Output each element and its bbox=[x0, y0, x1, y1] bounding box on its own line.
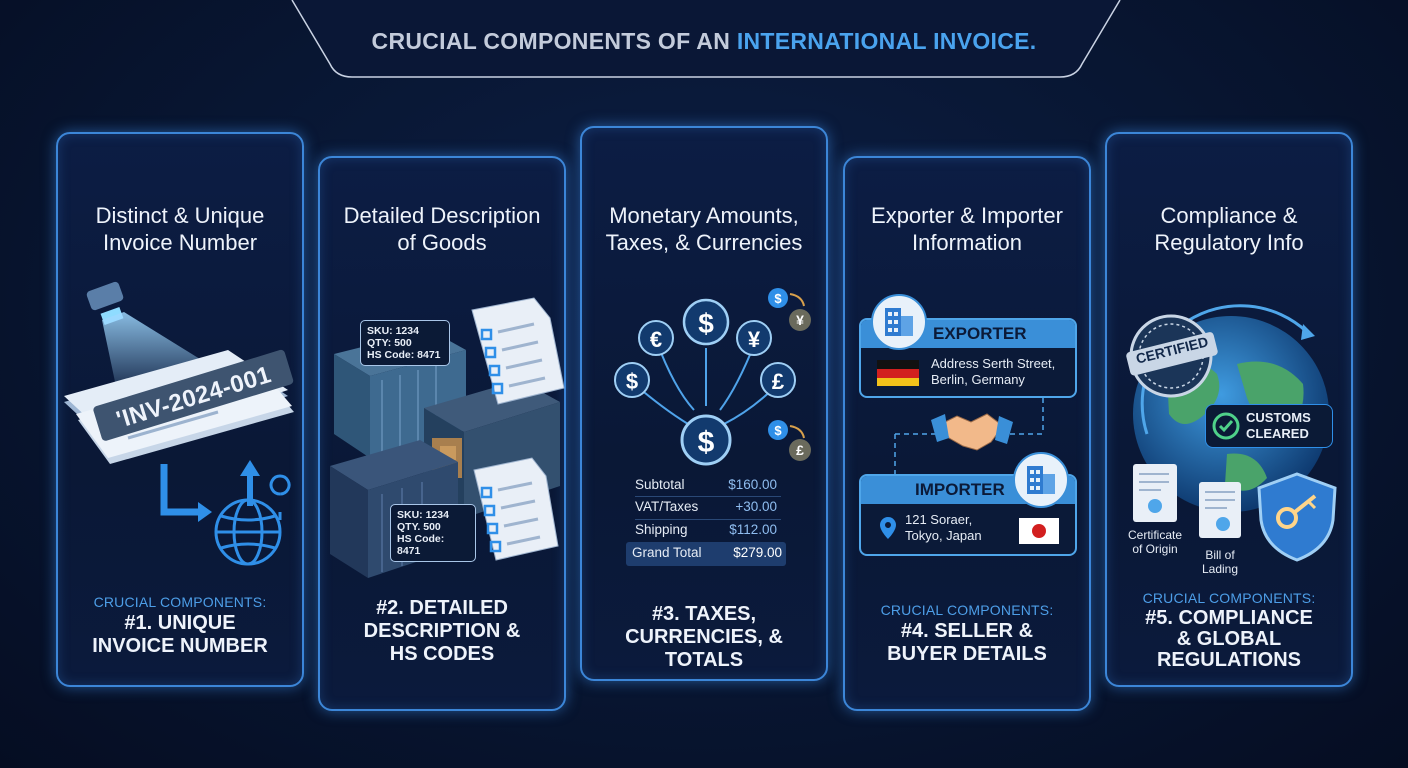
globe-pin-icon bbox=[214, 474, 291, 566]
sku-tag: SKU: 1234 QTY. 500 HS Code: 8471 bbox=[390, 504, 476, 562]
handshake-icon bbox=[894, 398, 1044, 474]
customs-cleared-badge: CUSTOMS CLEARED bbox=[1205, 404, 1333, 448]
card-monetary-amounts: Monetary Amounts, Taxes, & Currencies € … bbox=[580, 126, 828, 681]
japan-flag-icon bbox=[1019, 518, 1059, 544]
svg-text:$: $ bbox=[774, 291, 782, 306]
certificate-document-icon bbox=[1133, 464, 1177, 522]
svg-text:$: $ bbox=[698, 308, 714, 339]
svg-text:$: $ bbox=[626, 369, 638, 394]
pound-coin-icon: £ bbox=[760, 362, 796, 398]
card-invoice-number: Distinct & Unique Invoice Number bbox=[56, 132, 304, 687]
dollar-coin-icon: $ bbox=[614, 362, 650, 398]
certified-stamp-icon bbox=[1126, 314, 1218, 398]
card-exporter-importer: Exporter & Importer Information EXPORTER… bbox=[843, 156, 1091, 711]
bill-of-lading-label: Bill of Lading bbox=[1201, 548, 1239, 576]
divider bbox=[635, 496, 781, 497]
exchange-icon: $ £ bbox=[768, 420, 811, 461]
invoice-scan-illustration bbox=[64, 281, 294, 566]
card-title: Exporter & Importer Information bbox=[871, 203, 1063, 255]
yen-coin-icon: ¥ bbox=[736, 320, 772, 356]
card-compliance: Compliance & Regulatory Info bbox=[1105, 132, 1353, 687]
card-title: Distinct & Unique Invoice Number bbox=[95, 203, 265, 255]
card-footer: #2. DETAILED DESCRIPTION & HS CODES bbox=[363, 597, 521, 665]
location-pin-icon bbox=[880, 517, 896, 539]
card-title: Compliance & Regulatory Info bbox=[1154, 203, 1304, 255]
currency-flow-illustration: € $ ¥ $ £ $ $ bbox=[614, 288, 811, 466]
germany-flag-icon bbox=[877, 360, 919, 386]
svg-text:¥: ¥ bbox=[748, 327, 761, 352]
bill-of-lading-document-icon bbox=[1199, 482, 1241, 538]
dollar-coin-icon: $ bbox=[680, 414, 732, 466]
euro-coin-icon: € bbox=[638, 320, 674, 356]
totals-row: Subtotal $160.00 bbox=[635, 477, 777, 492]
totals-row: Shipping $112.00 bbox=[635, 522, 777, 537]
certificate-of-origin-label: Certificate of Origin bbox=[1127, 528, 1183, 556]
page-title: CRUCIAL COMPONENTS OF AN INTERNATIONAL I… bbox=[0, 28, 1408, 55]
crucial-label: CRUCIAL COMPONENTS: bbox=[880, 602, 1054, 618]
page-title-part1: CRUCIAL COMPONENTS OF AN bbox=[371, 28, 737, 54]
card-footer: #1. UNIQUE INVOICE NUMBER bbox=[92, 612, 268, 657]
svg-text:€: € bbox=[650, 327, 662, 352]
svg-text:¥: ¥ bbox=[796, 312, 804, 328]
importer-address: 121 Soraer, Tokyo, Japan bbox=[905, 512, 982, 543]
divider bbox=[635, 519, 781, 520]
title-banner bbox=[291, 0, 1121, 78]
building-icon bbox=[871, 294, 927, 350]
svg-text:$: $ bbox=[698, 426, 715, 459]
crucial-label: CRUCIAL COMPONENTS: bbox=[93, 594, 267, 610]
card-footer: #4. SELLER & BUYER DETAILS bbox=[887, 620, 1047, 665]
card-description-of-goods: Detailed Description of Goods bbox=[318, 156, 566, 711]
grand-total-row: Grand Total $279.00 bbox=[626, 542, 786, 566]
checklist-document-icon bbox=[473, 457, 559, 561]
exporter-address: Address Serth Street, Berlin, Germany bbox=[931, 356, 1056, 387]
card-title: Detailed Description of Goods bbox=[343, 203, 541, 255]
totals-row: VAT/Taxes +30.00 bbox=[635, 499, 777, 514]
svg-text:£: £ bbox=[796, 442, 804, 458]
card-title: Monetary Amounts, Taxes, & Currencies bbox=[605, 203, 803, 255]
svg-text:£: £ bbox=[772, 369, 785, 394]
checklist-document-icon bbox=[471, 297, 565, 405]
exchange-icon: $ ¥ bbox=[768, 288, 811, 331]
page-title-highlight: INTERNATIONAL INVOICE. bbox=[736, 28, 1037, 54]
building-icon bbox=[1013, 452, 1069, 508]
card-footer: #5. COMPLIANCE & GLOBAL REGULATIONS bbox=[1145, 607, 1313, 671]
check-circle-icon bbox=[1212, 412, 1240, 440]
svg-text:$: $ bbox=[774, 423, 782, 438]
sku-tag: SKU: 1234 QTY: 500 HS Code: 8471 bbox=[360, 320, 450, 366]
crucial-label: CRUCIAL COMPONENTS: bbox=[1142, 590, 1316, 606]
shield-key-icon bbox=[1257, 472, 1337, 562]
card-footer: #3. TAXES, CURRENCIES, & TOTALS bbox=[625, 603, 783, 671]
dollar-coin-icon: $ bbox=[682, 298, 730, 346]
